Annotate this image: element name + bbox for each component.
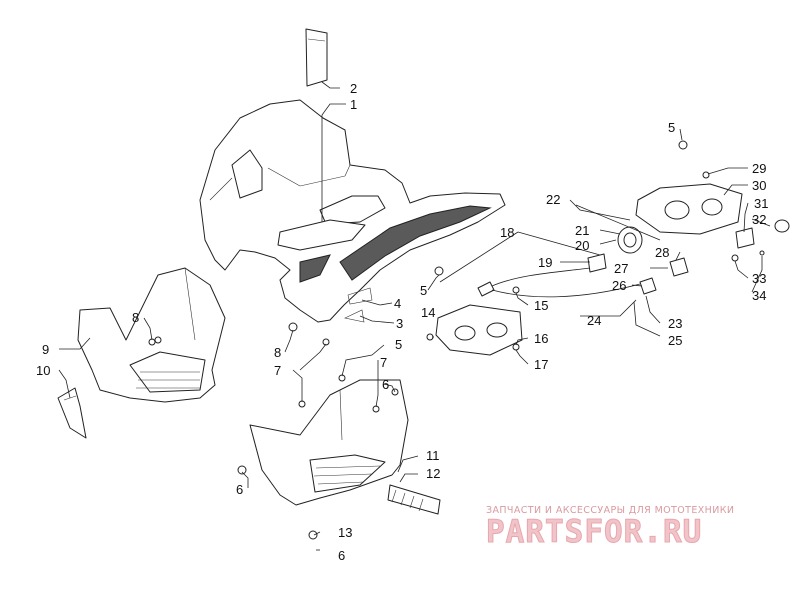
callout-1: 1 xyxy=(350,97,357,112)
headlight-housing-part xyxy=(635,140,790,262)
wiring-harness-part xyxy=(477,267,641,298)
callout-4: 4 xyxy=(394,296,401,311)
rear-fender-part xyxy=(199,99,506,323)
callout-6: 6 xyxy=(338,548,345,563)
callout-7: 7 xyxy=(274,363,281,378)
callout-30: 30 xyxy=(752,178,766,193)
callout-labels: 2 1 9 10 8 8 7 7 5 5 5 4 3 14 15 16 17 1… xyxy=(36,81,768,563)
callout-20: 20 xyxy=(575,238,589,253)
callout-16: 16 xyxy=(534,331,548,346)
callout-5: 5 xyxy=(395,337,402,352)
watermark-tagline: ЗАПЧАСТИ И АКСЕССУАРЫ ДЛЯ МОТОТЕХНИКИ xyxy=(486,505,735,516)
callout-29: 29 xyxy=(752,161,766,176)
callout-18: 18 xyxy=(500,225,514,240)
callout-11: 11 xyxy=(426,448,440,463)
callout-28: 28 xyxy=(655,245,669,260)
taillight-housing-part xyxy=(426,304,523,356)
small-guard-part xyxy=(57,387,87,439)
watermark-logo: PARTSFOR.RU xyxy=(486,514,703,551)
callout-5: 5 xyxy=(420,283,427,298)
callout-26: 26 xyxy=(612,278,626,293)
bulb-sockets-part xyxy=(587,226,689,295)
leader-lines xyxy=(58,81,771,551)
callout-8: 8 xyxy=(132,310,139,325)
callout-15: 15 xyxy=(534,298,548,313)
callout-14: 14 xyxy=(421,305,435,320)
callout-5: 5 xyxy=(668,120,675,135)
callout-8: 8 xyxy=(274,345,281,360)
callout-32: 32 xyxy=(752,212,766,227)
callout-6: 6 xyxy=(382,377,389,392)
callout-10: 10 xyxy=(36,363,50,378)
callout-25: 25 xyxy=(668,333,682,348)
callout-24: 24 xyxy=(587,313,601,328)
callout-23: 23 xyxy=(668,316,682,331)
callout-3: 3 xyxy=(396,316,403,331)
callout-17: 17 xyxy=(534,357,548,372)
callout-19: 19 xyxy=(538,255,552,270)
callout-7: 7 xyxy=(380,355,387,370)
footrest-bar-part xyxy=(387,484,441,515)
callout-33: 33 xyxy=(752,271,766,286)
callout-2: 2 xyxy=(350,81,357,96)
callout-12: 12 xyxy=(426,466,440,481)
callout-22: 22 xyxy=(546,192,560,207)
callout-13: 13 xyxy=(338,525,352,540)
callout-6: 6 xyxy=(236,482,243,497)
callout-31: 31 xyxy=(754,196,768,211)
callout-27: 27 xyxy=(614,261,628,276)
decal-sheet-part xyxy=(305,28,328,87)
callout-21: 21 xyxy=(575,223,589,238)
right-footwell-part xyxy=(249,374,409,506)
callout-34: 34 xyxy=(752,288,766,303)
watermark: ЗАПЧАСТИ И АКСЕССУАРЫ ДЛЯ МОТОТЕХНИКИ PA… xyxy=(486,505,786,551)
callout-9: 9 xyxy=(42,342,49,357)
